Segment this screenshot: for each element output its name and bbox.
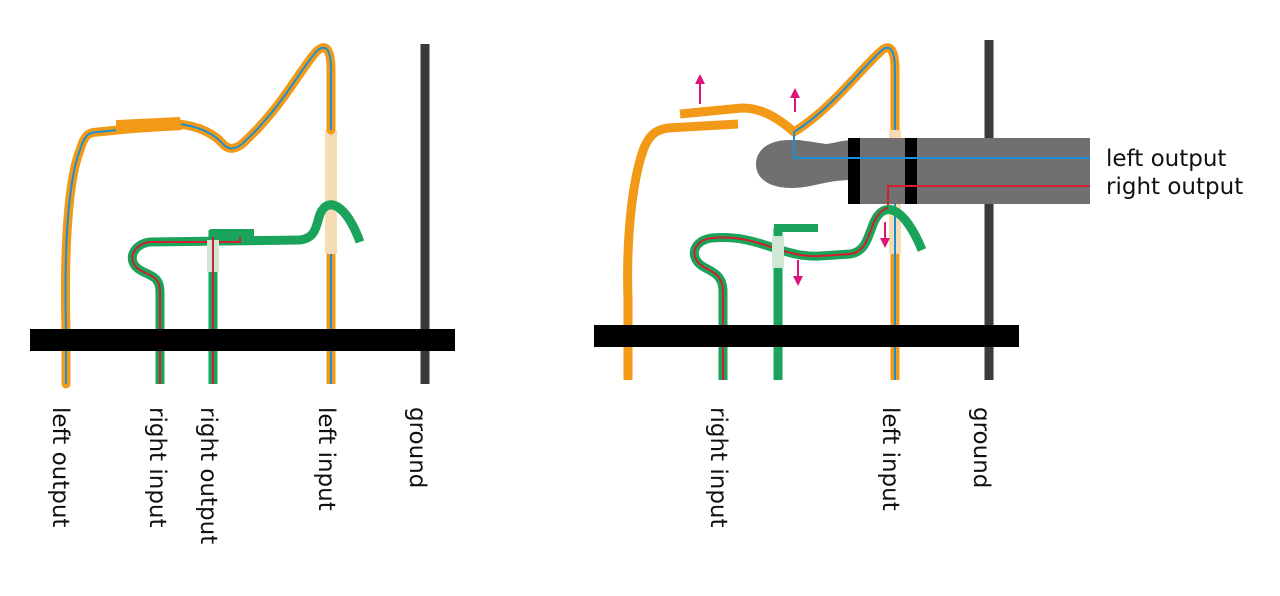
motion-arrows: [695, 74, 890, 286]
left-label-ground: ground: [404, 407, 430, 488]
arrow-up-1: [695, 74, 705, 104]
arrow-up-2: [790, 88, 800, 112]
right-input-contact: [127, 200, 365, 384]
right-panel: right input left input ground left outpu…: [594, 40, 1243, 528]
right-right-output-pin: [772, 224, 818, 380]
left-output-contact: [61, 43, 336, 389]
left-pcb-bar: [30, 329, 455, 351]
left-label-left-output: left output: [47, 407, 73, 527]
arrow-down-2: [793, 260, 803, 286]
right-left-output-contact: [623, 43, 900, 380]
right-right-input-contact: [689, 205, 927, 380]
right-output-pin: [207, 229, 254, 384]
right-label-left-output: left output: [1106, 146, 1226, 172]
right-label-right-output: right output: [1106, 174, 1243, 200]
right-label-right-input: right input: [705, 407, 731, 528]
left-panel: left output right input right output lef…: [30, 43, 455, 544]
right-pcb-bar: [594, 325, 1019, 347]
left-label-right-output: right output: [195, 407, 221, 544]
right-label-left-input: left input: [877, 407, 903, 511]
left-label-left-input: left input: [313, 407, 339, 511]
left-label-right-input: right input: [144, 407, 170, 528]
right-label-ground: ground: [968, 407, 994, 488]
arrow-down-1: [880, 222, 890, 248]
audio-plug: [756, 132, 1090, 208]
